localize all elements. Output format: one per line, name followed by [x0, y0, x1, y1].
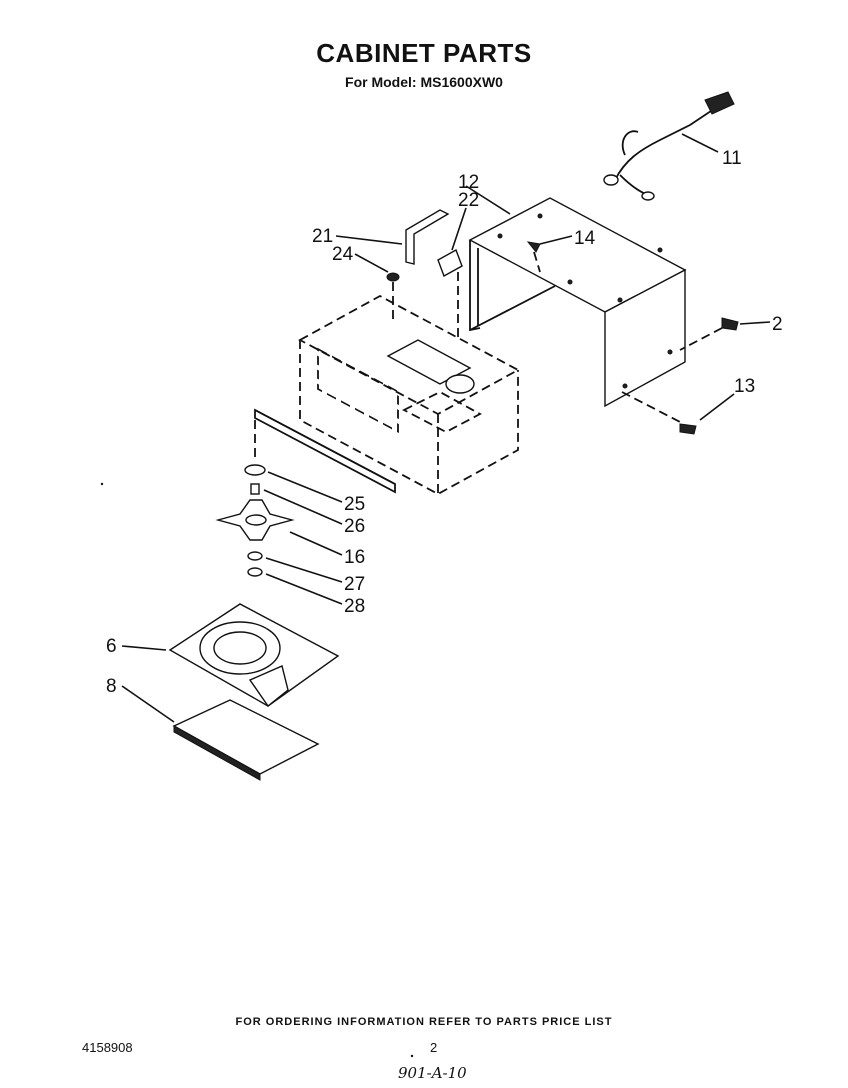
- callout-25: 25: [344, 494, 365, 515]
- tray-part: [172, 699, 320, 781]
- bracket-21-part: [405, 209, 450, 265]
- power-cord-part: [603, 91, 735, 201]
- bracket-22-part: [437, 248, 463, 340]
- callout-14: 14: [574, 228, 596, 249]
- callout-16: 16: [344, 547, 365, 568]
- page-title: CABINET PARTS: [316, 38, 532, 68]
- screw-2-part: [679, 317, 739, 351]
- callout-12: 12: [458, 172, 479, 193]
- callout-27: 27: [344, 574, 365, 595]
- inner-chassis-part: [298, 294, 520, 496]
- door-panel-part: [254, 408, 396, 494]
- callout-26: 26: [344, 516, 365, 537]
- grommet-24-part: [386, 272, 400, 320]
- document-number: 4158908: [82, 1040, 133, 1055]
- callout-8: 8: [106, 676, 117, 697]
- callout-2: 2: [772, 314, 783, 335]
- callout-11: 11: [722, 148, 742, 169]
- callout-22: 22: [458, 190, 479, 211]
- callout-6: 6: [106, 636, 117, 657]
- outer-cabinet-part: [468, 197, 687, 408]
- stray-mark: [100, 482, 104, 486]
- fan-assembly-part: [168, 603, 340, 708]
- stray-mark: [410, 1054, 414, 1058]
- callout-24: 24: [332, 244, 354, 265]
- callout-21: 21: [312, 226, 333, 247]
- leader-lines: [121, 133, 771, 723]
- callout-13: 13: [734, 376, 755, 397]
- ordering-note: FOR ORDERING INFORMATION REFER TO PARTS …: [235, 1016, 613, 1028]
- screw-13-part: [621, 391, 697, 435]
- screw-14-part: [526, 241, 541, 273]
- page-number: 2: [430, 1040, 438, 1055]
- handwritten-note: 901-A-10: [398, 1064, 467, 1082]
- callout-28: 28: [344, 596, 365, 617]
- stirrer-assembly-part: [215, 420, 295, 577]
- model-subtitle: For Model: MS1600XW0: [345, 74, 503, 90]
